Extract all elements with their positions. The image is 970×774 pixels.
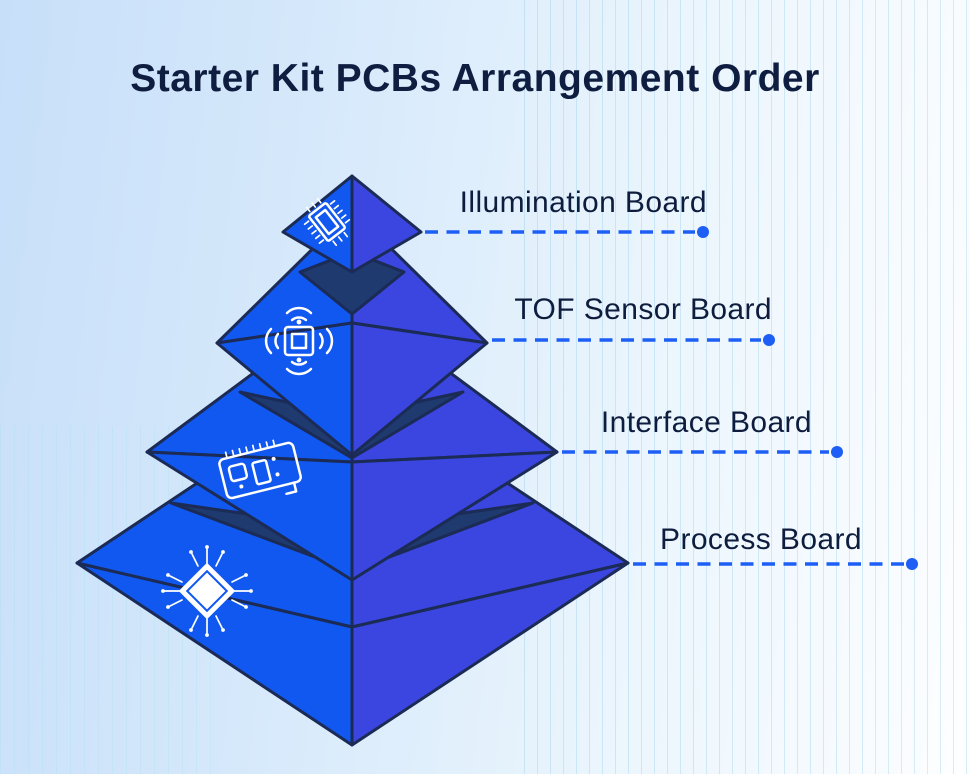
processor-icon <box>161 545 253 637</box>
label-interface-board: Interface Board <box>600 406 812 439</box>
pyramid-layer-illumination <box>281 174 423 274</box>
tof-sensor-icon <box>264 306 334 376</box>
interface-card-icon <box>218 439 302 500</box>
chip-icon <box>303 197 351 247</box>
illumination-face-right <box>350 174 423 274</box>
label-process-board: Process Board <box>660 523 862 556</box>
leader-lines <box>425 226 918 570</box>
process-side-right <box>350 561 630 747</box>
leader-dot-interface <box>831 446 843 458</box>
leader-dot-tof <box>763 334 775 346</box>
interface-side-right <box>350 450 559 582</box>
page-title: Starter Kit PCBs Arrangement Order <box>130 57 820 100</box>
leader-dot-illumination <box>697 226 709 238</box>
label-illumination-board: Illumination Board <box>459 186 707 219</box>
label-tof-sensor-board: TOF Sensor Board <box>514 293 772 326</box>
pyramid-layer-tof <box>215 208 489 457</box>
leader-dot-process <box>906 558 918 570</box>
tof-side-right <box>350 321 489 457</box>
